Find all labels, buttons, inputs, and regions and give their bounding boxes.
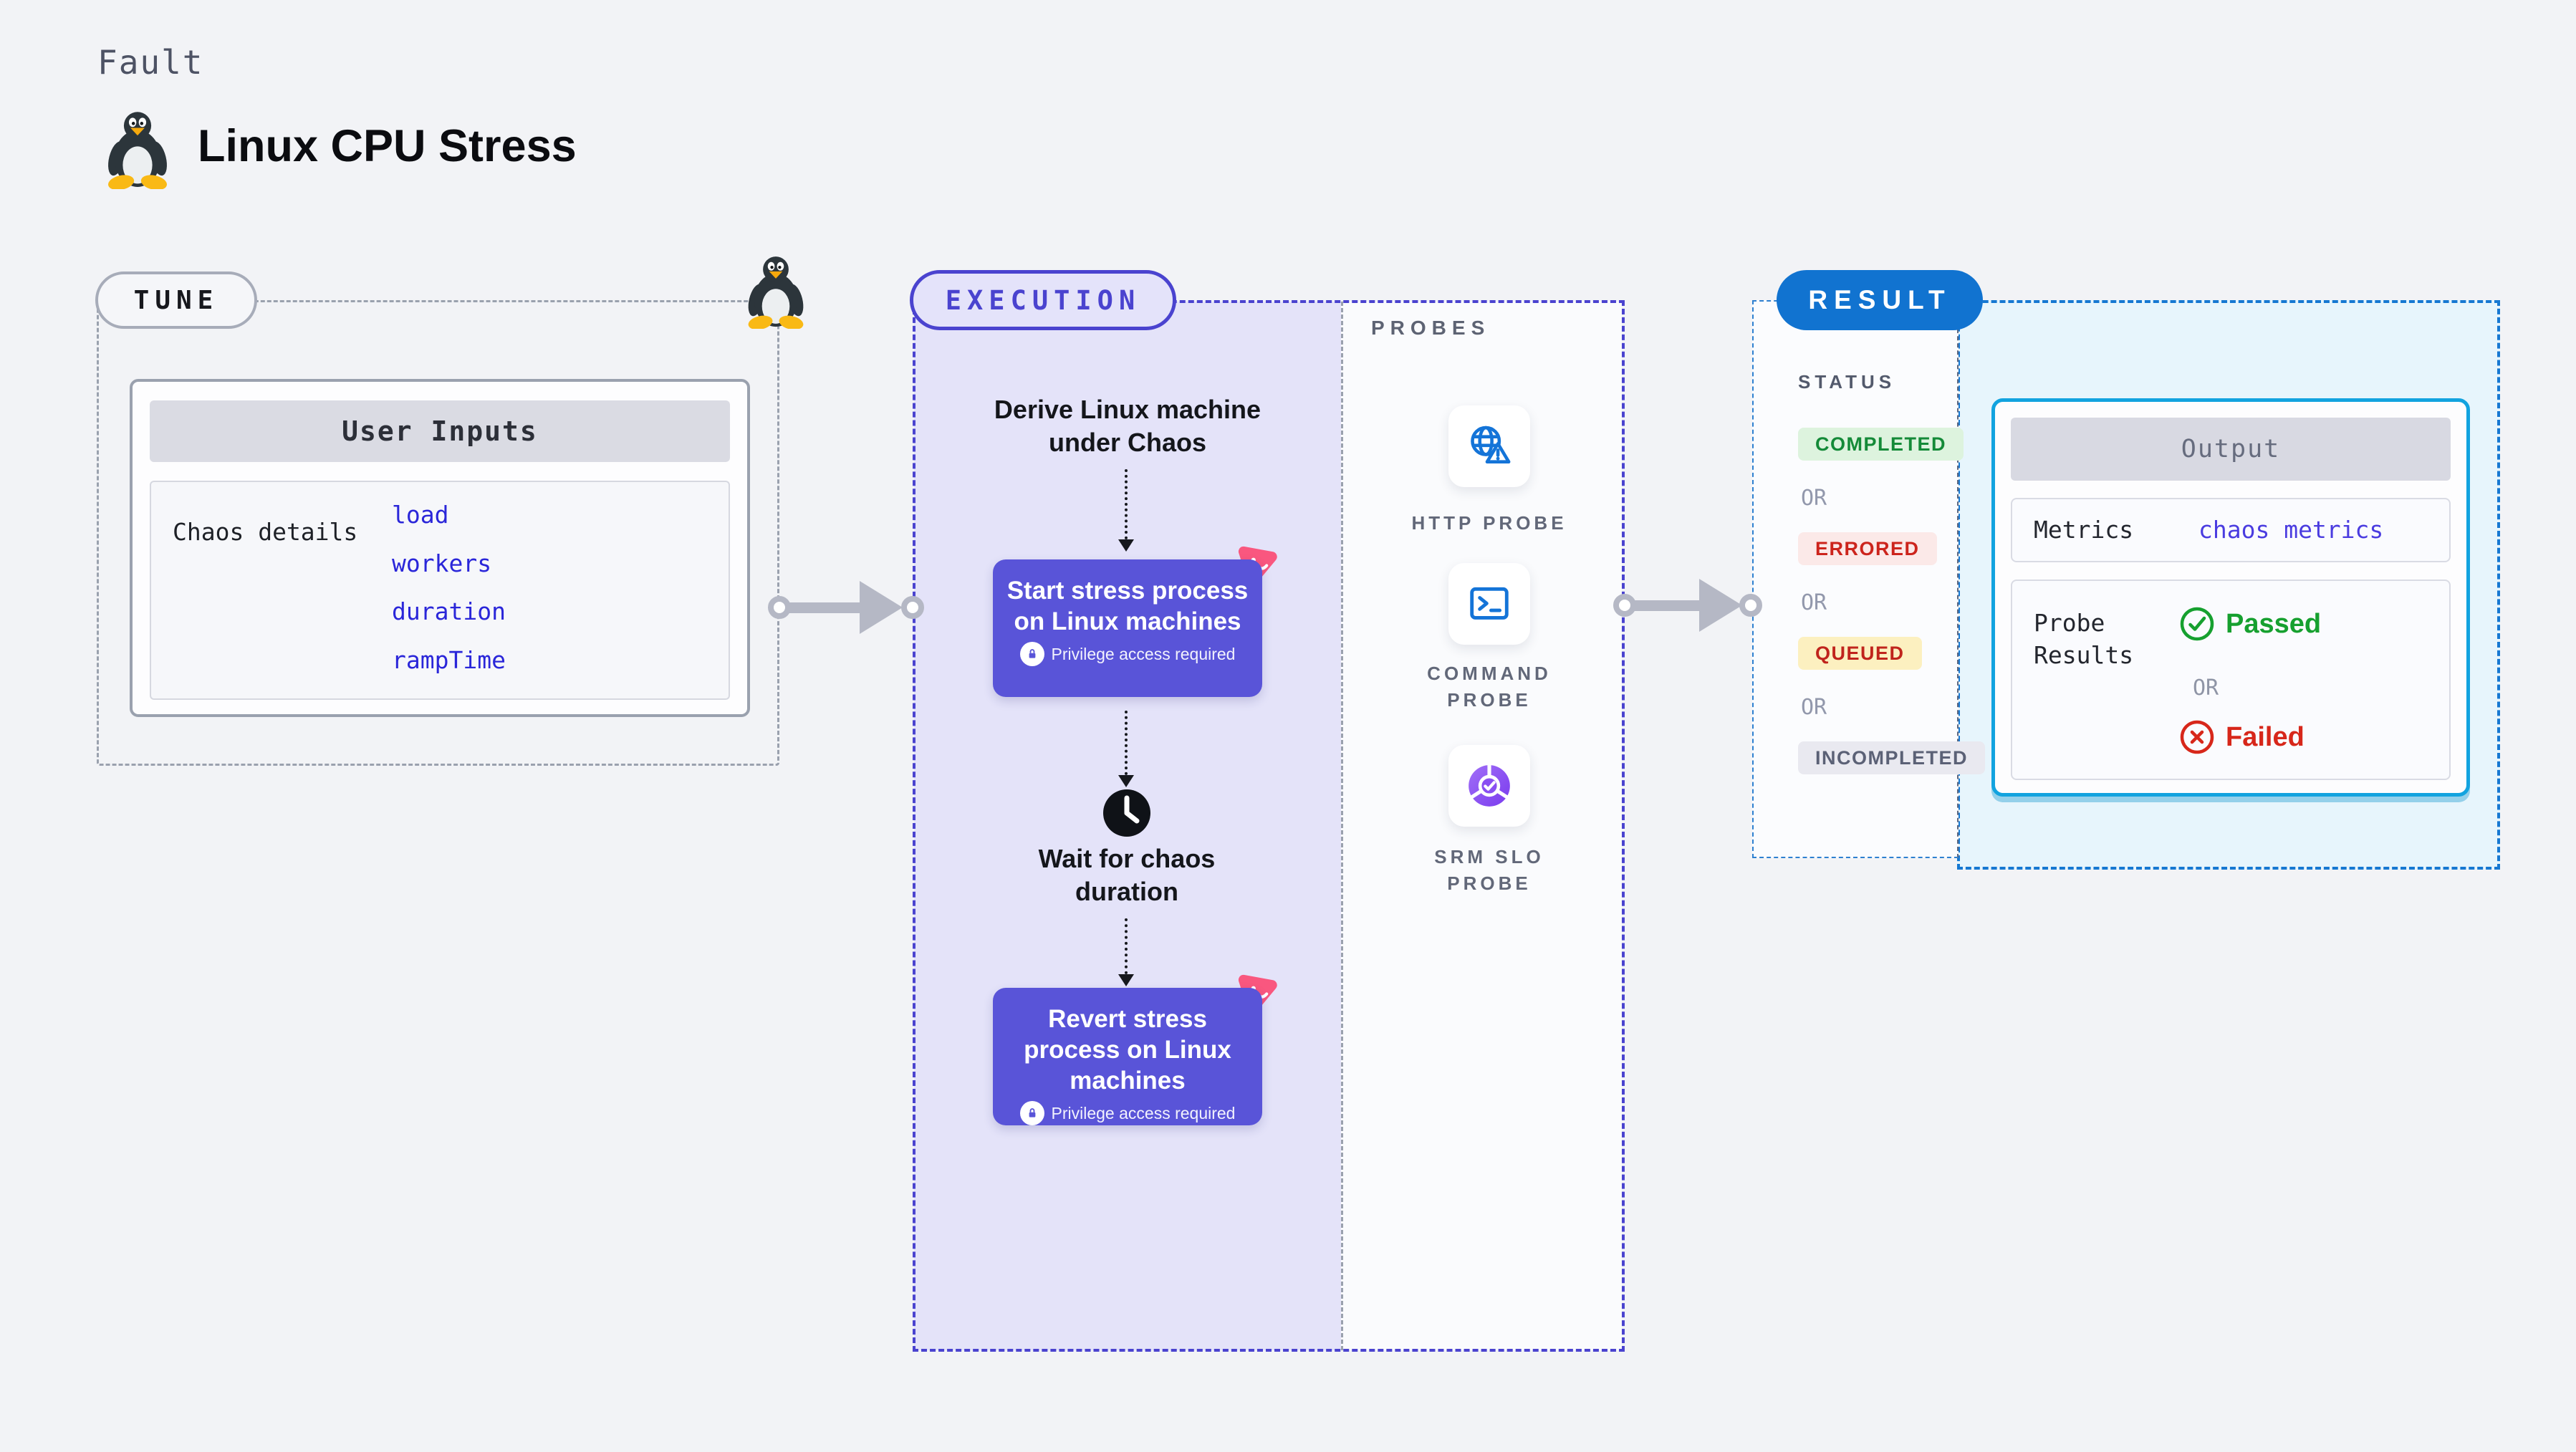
execution-section-box — [913, 300, 1625, 1352]
slo-donut-icon — [1469, 764, 1510, 807]
connector-line-execution-result — [1632, 600, 1702, 611]
user-inputs-header: User Inputs — [150, 400, 730, 462]
user-inputs-body: Chaos details load workers duration ramp… — [150, 481, 730, 700]
srm-slo-probe-card[interactable] — [1448, 745, 1530, 827]
or-separator: OR — [2193, 675, 2219, 701]
user-inputs-card: User Inputs Chaos details load workers d… — [130, 379, 750, 717]
input-link-workers[interactable]: workers — [392, 549, 492, 577]
start-stress-node[interactable]: Start stress process on Linux machines P… — [993, 559, 1262, 697]
flow-arrowhead-3 — [1118, 974, 1134, 986]
failed-label: Failed — [2226, 721, 2305, 752]
flow-arrow-2 — [1125, 711, 1128, 775]
page-title: Linux CPU Stress — [198, 121, 577, 171]
linux-tux-corner-icon — [748, 256, 804, 329]
status-stack: COMPLETED OR ERRORED OR QUEUED OR INCOMP… — [1798, 428, 1986, 800]
srm-slo-probe-label: SRM SLO PROBE — [1434, 846, 1544, 894]
chaos-details-label: Chaos details — [173, 518, 358, 546]
input-link-duration[interactable]: duration — [392, 597, 506, 625]
passed-verdict: Passed — [2178, 605, 2321, 643]
tune-section-box — [97, 300, 779, 766]
linux-tux-icon — [108, 112, 167, 189]
wait-duration-text: Wait for chaos duration — [1038, 844, 1216, 906]
http-probe-card[interactable] — [1448, 405, 1530, 487]
metrics-label: Metrics — [2034, 516, 2134, 544]
probe-results-label: Probe Results — [2034, 609, 2134, 669]
metrics-value-link[interactable]: chaos metrics — [2198, 516, 2384, 544]
x-circle-icon — [2180, 720, 2214, 754]
http-probe-label: HTTP PROBE — [1411, 512, 1567, 534]
or-separator: OR — [1801, 486, 1827, 511]
command-probe-label: COMMAND PROBE — [1427, 663, 1552, 711]
probes-heading: PROBES — [1371, 317, 1491, 339]
input-link-ramptime[interactable]: rampTime — [392, 646, 506, 674]
privilege-note: Privilege access required — [1051, 644, 1236, 663]
lock-icon — [1019, 642, 1044, 666]
connector-line-tune-execution — [787, 602, 862, 613]
status-badge-incompleted: INCOMPLETED — [1798, 741, 1986, 774]
start-stress-title: Start stress process on Linux machines — [1006, 577, 1249, 635]
command-probe-card[interactable] — [1448, 563, 1530, 645]
or-separator: OR — [1801, 695, 1827, 720]
revert-stress-title: Revert stress process on Linux machines — [1024, 1005, 1231, 1095]
result-pill: RESULT — [1777, 270, 1983, 330]
connector-arrowhead-tune-execution — [860, 581, 903, 634]
output-card: Output Metrics chaos metrics Probe Resul… — [1991, 398, 2470, 797]
connector-arrowhead-execution-result — [1699, 579, 1742, 632]
connector-node-result — [1739, 594, 1762, 617]
or-separator: OR — [1801, 590, 1827, 615]
probe-results-row: Probe Results Passed OR Failed — [2011, 580, 2451, 780]
fault-kicker: Fault — [97, 43, 204, 82]
flow-arrowhead-2 — [1118, 775, 1134, 787]
flow-arrow-3 — [1125, 918, 1128, 974]
status-badge-queued: QUEUED — [1798, 637, 1922, 670]
metrics-row: Metrics chaos metrics — [2011, 498, 2451, 562]
status-heading: STATUS — [1798, 371, 1896, 393]
flow-arrowhead-1 — [1118, 539, 1134, 552]
flow-arrow-1 — [1125, 469, 1128, 539]
connector-node-execution — [901, 596, 924, 619]
check-circle-icon — [2180, 607, 2214, 641]
lock-icon — [1019, 1101, 1044, 1125]
execution-pill: EXECUTION — [910, 270, 1176, 330]
privilege-note: Privilege access required — [1051, 1103, 1236, 1122]
status-badge-completed: COMPLETED — [1798, 428, 1964, 461]
status-badge-errored: ERRORED — [1798, 532, 1937, 565]
connector-node-tune — [768, 596, 791, 619]
clock-icon — [1103, 789, 1150, 837]
connector-node-probes — [1613, 594, 1636, 617]
revert-stress-node[interactable]: Revert stress process on Linux machines … — [993, 988, 1262, 1125]
derive-machine-text: Derive Linux machine under Chaos — [994, 395, 1261, 457]
failed-verdict: Failed — [2178, 718, 2305, 756]
input-link-load[interactable]: load — [392, 501, 449, 529]
globe-alert-icon — [1471, 425, 1511, 464]
output-card-header: Output — [2011, 418, 2451, 481]
passed-label: Passed — [2226, 608, 2322, 639]
terminal-icon — [1470, 587, 1509, 620]
tune-pill: TUNE — [95, 271, 257, 329]
